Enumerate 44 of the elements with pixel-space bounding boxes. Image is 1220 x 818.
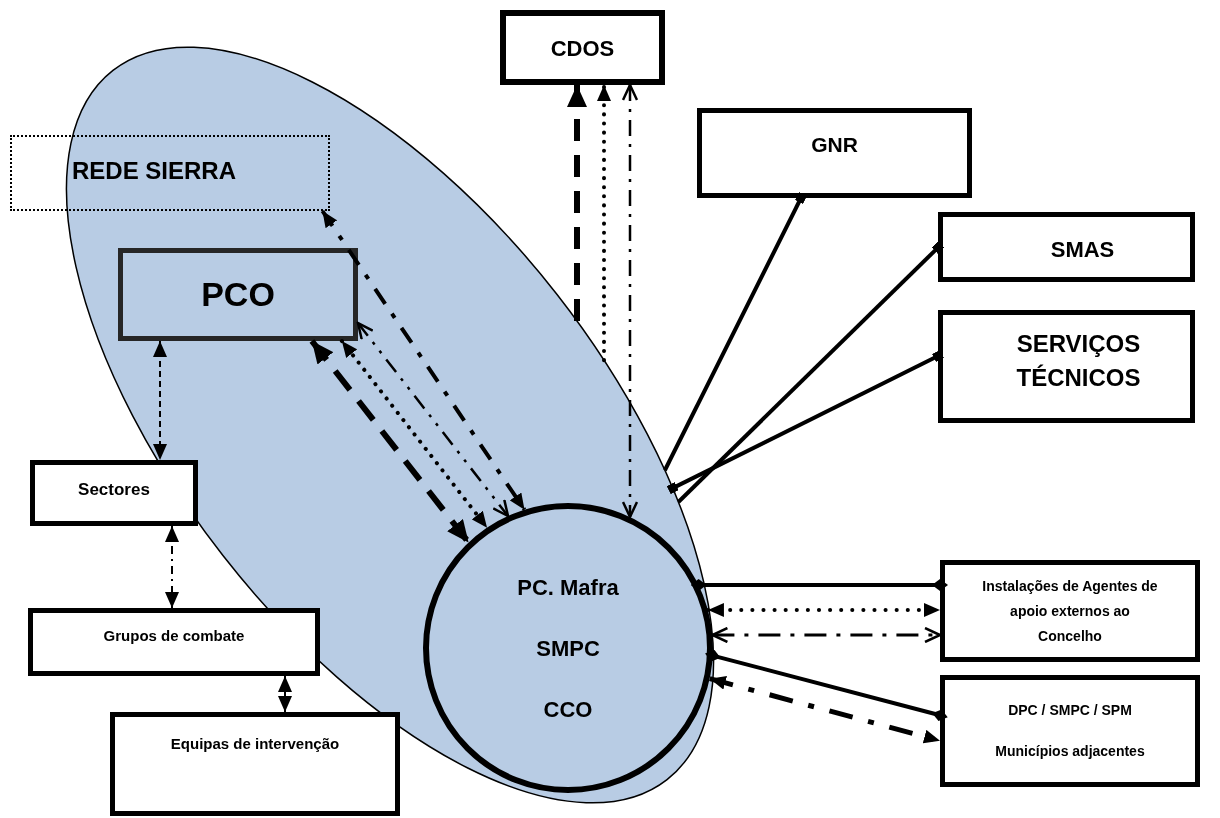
arrow — [165, 525, 179, 609]
node-label: SMAS — [1050, 236, 1115, 264]
node-label: CCO — [543, 695, 593, 724]
process-box — [28, 608, 320, 676]
arrow — [597, 83, 611, 363]
arrow — [711, 626, 942, 644]
node-label: Equipas de intervenção — [170, 734, 340, 754]
node-label: REDE SIERRA — [72, 156, 237, 186]
arrow — [621, 83, 639, 519]
node-label: PCO — [201, 274, 275, 315]
process-box — [500, 10, 665, 85]
connector-line — [663, 191, 808, 472]
process-box — [118, 248, 358, 341]
node-label: CDOS — [550, 35, 615, 63]
arrow — [339, 339, 490, 530]
node-label: Grupos de combate — [103, 626, 245, 646]
connector-line — [690, 579, 948, 591]
arrow — [153, 340, 167, 461]
connector-line — [677, 241, 945, 504]
arrow — [567, 85, 587, 321]
connector-line — [705, 649, 948, 722]
process-box — [940, 560, 1200, 662]
arrow — [356, 321, 510, 518]
connector-line — [666, 349, 945, 495]
node-label: GNR — [811, 132, 858, 158]
node-label: SERVIÇOS TÉCNICOS — [1015, 329, 1142, 393]
arrow — [709, 676, 941, 744]
node-label: SMPC — [536, 634, 600, 663]
process-box — [938, 310, 1195, 423]
arrow — [278, 675, 292, 713]
node-label: Municípios adjacentes — [995, 742, 1145, 761]
node-label: Instalações de Agentes de apoio externos ao Concelho — [981, 576, 1159, 646]
process-box — [30, 460, 198, 526]
arrow — [320, 209, 527, 511]
process-box — [938, 212, 1195, 282]
dotted-box — [10, 135, 330, 211]
process-box — [940, 675, 1200, 787]
process-box — [697, 108, 972, 198]
node-label: DPC / SMPC / SPM — [1008, 701, 1132, 720]
arrow — [705, 603, 942, 617]
process-box — [110, 712, 400, 816]
node-label: Sectores — [78, 479, 150, 501]
arrow — [309, 339, 471, 545]
node-label: PC. Mafra — [517, 573, 619, 602]
